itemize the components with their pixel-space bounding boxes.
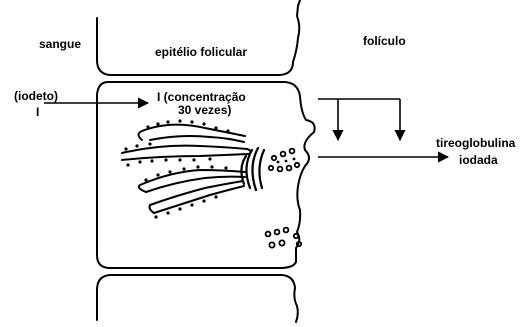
secretory-vesicles-icon bbox=[267, 147, 301, 173]
apical-microvilli-icon bbox=[292, 232, 303, 248]
concentration-label-line1: I (concentração bbox=[157, 90, 246, 104]
apical-vesicles-icon bbox=[264, 226, 290, 249]
follicle-label: folículo bbox=[363, 34, 406, 48]
epithelium-label: epitélio folicular bbox=[155, 45, 248, 59]
thyroglobulin-label-line1: tireoglobulina bbox=[436, 136, 516, 150]
blood-label: sangue bbox=[39, 37, 82, 51]
upper-reticulum-ribosomes-icon bbox=[124, 119, 230, 167]
thyroglobulin-label-line2: iodada bbox=[459, 153, 498, 167]
upper-reticulum-icon bbox=[121, 123, 252, 161]
iodide-symbol: I bbox=[36, 105, 40, 119]
concentration-label-line2: 30 vezes) bbox=[178, 103, 232, 117]
follicle-wall-top bbox=[297, 0, 301, 7]
golgi-apparatus-icon bbox=[240, 146, 266, 192]
upper-cell-outline bbox=[96, 5, 301, 76]
lower-reticulum-icon bbox=[137, 168, 246, 214]
follicular-cell-outline bbox=[96, 81, 316, 269]
lower-cell-outline bbox=[96, 274, 299, 323]
vesicle-dots-icon bbox=[276, 157, 296, 164]
lower-reticulum-ribosomes-icon bbox=[144, 165, 228, 219]
iodide-label: (iodeto) bbox=[14, 89, 58, 103]
